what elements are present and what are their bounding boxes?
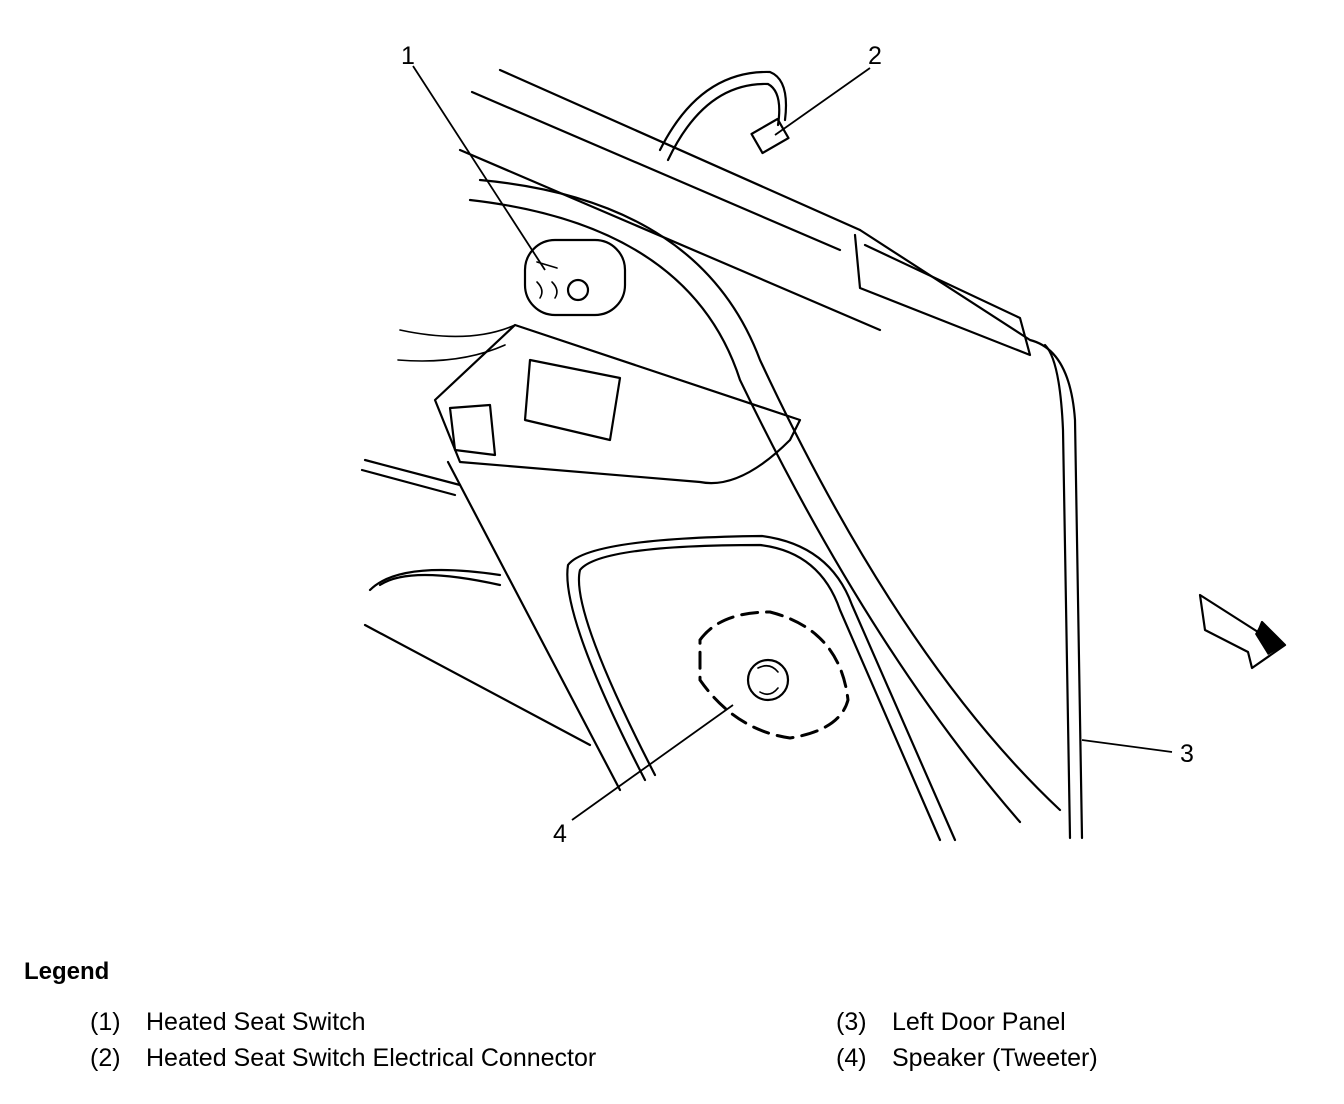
speaker-grille-frame — [566, 534, 957, 842]
legend-item-number: (1) — [90, 1008, 121, 1036]
electrical-connector-icon — [658, 70, 790, 162]
legend: Legend (1) Heated Seat Switch (2) Heated S… — [24, 958, 1320, 1084]
legend-item-2: (2) Heated Seat Switch Electrical Connect… — [90, 1040, 596, 1076]
legend-item-number: (4) — [836, 1044, 867, 1072]
callout-4: 4 — [553, 820, 567, 848]
callout-3: 3 — [1180, 740, 1194, 768]
heated-seat-switch-icon — [523, 238, 627, 317]
door-panel-diagram: 1 2 3 4 — [360, 42, 1287, 848]
tweeter-speaker-icon — [698, 610, 850, 740]
legend-item-text: Left Door Panel — [892, 1008, 1066, 1036]
legend-list: (1) Heated Seat Switch (2) Heated Seat Swi… — [24, 1004, 1320, 1084]
legend-item-4: (4) Speaker (Tweeter) — [836, 1040, 1098, 1076]
legend-item-text: Heated Seat Switch — [146, 1008, 366, 1036]
leader-line-4 — [571, 704, 734, 821]
door-panel-outline — [458, 68, 1084, 840]
legend-item-number: (3) — [836, 1008, 867, 1036]
direction-arrow-icon — [1198, 593, 1287, 670]
leader-line-1 — [412, 65, 546, 271]
legend-item-3: (3) Left Door Panel — [836, 1004, 1066, 1040]
callout-2: 2 — [868, 42, 882, 70]
legend-item-text: Speaker (Tweeter) — [892, 1044, 1098, 1072]
legend-item-text: Heated Seat Switch Electrical Connector — [146, 1044, 597, 1072]
lower-panel — [360, 458, 622, 792]
legend-item-number: (2) — [90, 1044, 121, 1072]
legend-title: Legend — [24, 958, 110, 985]
leader-line-2 — [774, 67, 871, 136]
armrest — [397, 323, 802, 485]
leader-line-3 — [1081, 739, 1173, 753]
callout-1: 1 — [401, 42, 415, 70]
legend-item-1: (1) Heated Seat Switch — [90, 1004, 366, 1040]
